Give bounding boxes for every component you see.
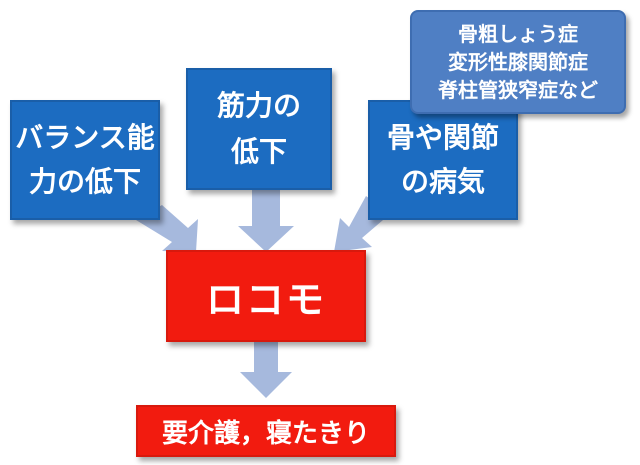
disease-line-1: 骨粗しょう症: [458, 22, 578, 46]
bone-line-1: 骨や関節: [386, 121, 499, 154]
locomo-label: ロコモ: [205, 277, 326, 322]
care-bedridden-box: 要介護，寝たきり: [136, 405, 396, 457]
disease-line-3: 脊柱管狭窄症など: [438, 78, 598, 102]
locomo-box: ロコモ: [166, 250, 366, 342]
balance-line-1: バランス能: [15, 121, 155, 154]
bone-line-2: の病気: [400, 165, 485, 198]
muscle-line-1: 筋力の: [216, 89, 301, 122]
balance-decline-box: バランス能 力の低下: [10, 100, 160, 220]
disease-line-2: 変形性膝関節症: [448, 50, 588, 74]
disease-examples-callout: 骨粗しょう症 変形性膝関節症 脊柱管狭窄症など: [410, 10, 626, 114]
result-label: 要介護，寝たきり: [161, 418, 370, 449]
arrow-muscle-to-locomo: [238, 190, 294, 252]
bone-joint-disease-box: 骨や関節 の病気: [368, 100, 518, 220]
arrow-locomo-to-result: [240, 342, 292, 398]
balance-line-2: 力の低下: [28, 165, 141, 198]
muscle-line-2: 低下: [230, 135, 287, 168]
muscle-decline-box: 筋力の 低下: [186, 68, 332, 190]
